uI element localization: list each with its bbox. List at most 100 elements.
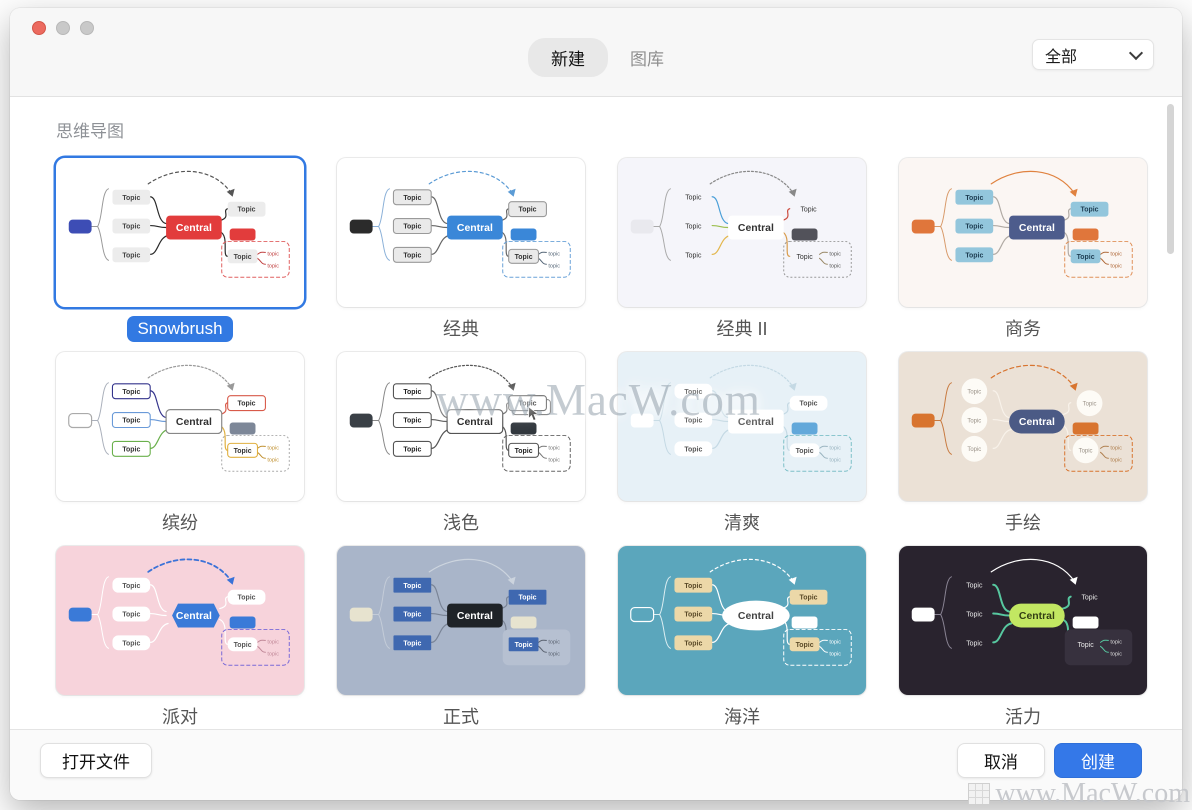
create-button[interactable]: 创建 [1054, 743, 1142, 778]
svg-text:Topic: Topic [685, 195, 702, 202]
svg-text:Topic: Topic [684, 612, 702, 619]
minimize-button[interactable] [56, 21, 70, 35]
open-file-button[interactable]: 打开文件 [40, 743, 152, 778]
template-label: 手绘 [1005, 513, 1041, 533]
svg-text:Topic: Topic [684, 389, 702, 396]
tab-gallery[interactable]: 图库 [630, 50, 664, 69]
svg-text:Central: Central [457, 417, 493, 428]
svg-text:topic: topic [829, 251, 841, 257]
template-label: 清爽 [724, 513, 760, 533]
svg-text:Topic: Topic [238, 207, 256, 214]
svg-text:topic: topic [1110, 651, 1122, 657]
svg-text:topic: topic [548, 263, 560, 269]
svg-text:Topic: Topic [238, 595, 256, 602]
svg-text:topic: topic [267, 445, 279, 451]
svg-text:Topic: Topic [234, 448, 252, 455]
svg-text:Central: Central [457, 223, 493, 234]
window-header: 新建 图库 全部 [10, 8, 1182, 97]
svg-text:topic: topic [1110, 457, 1122, 463]
svg-text:Topic: Topic [1081, 595, 1098, 602]
svg-text:Topic: Topic [967, 447, 981, 453]
svg-text:Topic: Topic [967, 418, 981, 424]
cancel-button[interactable]: 取消 [957, 743, 1045, 778]
svg-text:Central: Central [1019, 223, 1055, 234]
svg-text:Topic: Topic [800, 595, 818, 602]
svg-text:Topic: Topic [403, 224, 421, 231]
chevron-down-icon [1128, 45, 1144, 60]
svg-text:topic: topic [548, 639, 560, 645]
svg-text:Topic: Topic [965, 195, 983, 202]
svg-text:Topic: Topic [403, 583, 421, 590]
svg-text:Topic: Topic [684, 418, 702, 425]
svg-text:Topic: Topic [519, 401, 537, 408]
scrollbar-thumb[interactable] [1167, 104, 1174, 254]
svg-text:topic: topic [548, 651, 560, 657]
svg-text:Topic: Topic [685, 252, 702, 259]
svg-text:Topic: Topic [403, 446, 421, 453]
zoom-button[interactable] [80, 21, 94, 35]
template-label: 正式 [443, 707, 479, 727]
close-button[interactable] [32, 21, 46, 35]
svg-text:Topic: Topic [1083, 401, 1097, 407]
svg-text:Central: Central [457, 611, 493, 622]
svg-text:Topic: Topic [122, 612, 140, 619]
svg-text:Topic: Topic [122, 224, 140, 231]
svg-text:Topic: Topic [515, 254, 533, 261]
svg-text:Topic: Topic [1081, 207, 1099, 214]
svg-text:topic: topic [1110, 445, 1122, 451]
svg-text:Topic: Topic [966, 640, 983, 647]
svg-text:Topic: Topic [796, 448, 814, 455]
svg-text:Central: Central [176, 417, 212, 428]
svg-text:topic: topic [548, 445, 560, 451]
filter-dropdown[interactable]: 全部 [1032, 39, 1154, 70]
view-tabs: 新建 图库 [528, 38, 664, 77]
svg-text:Topic: Topic [515, 448, 533, 455]
svg-text:Topic: Topic [234, 642, 252, 649]
svg-text:topic: topic [829, 651, 841, 657]
svg-text:Topic: Topic [122, 640, 140, 647]
svg-text:topic: topic [267, 251, 279, 257]
section-title: 思维导图 [56, 122, 124, 141]
svg-text:Topic: Topic [403, 389, 421, 396]
svg-text:Topic: Topic [234, 254, 252, 261]
tab-new[interactable]: 新建 [528, 38, 608, 77]
svg-text:Central: Central [176, 611, 212, 622]
template-label: 浅色 [443, 513, 479, 533]
svg-text:Topic: Topic [796, 254, 813, 261]
svg-text:Topic: Topic [967, 390, 981, 396]
svg-text:topic: topic [829, 445, 841, 451]
svg-text:Topic: Topic [684, 583, 702, 590]
svg-text:Topic: Topic [1079, 449, 1093, 455]
svg-text:Topic: Topic [1077, 254, 1095, 261]
svg-text:Topic: Topic [684, 446, 702, 453]
svg-text:Topic: Topic [800, 401, 818, 408]
svg-text:Central: Central [738, 223, 774, 234]
svg-text:Topic: Topic [403, 418, 421, 425]
svg-text:Topic: Topic [1077, 642, 1094, 649]
template-label: 活力 [1005, 707, 1041, 727]
